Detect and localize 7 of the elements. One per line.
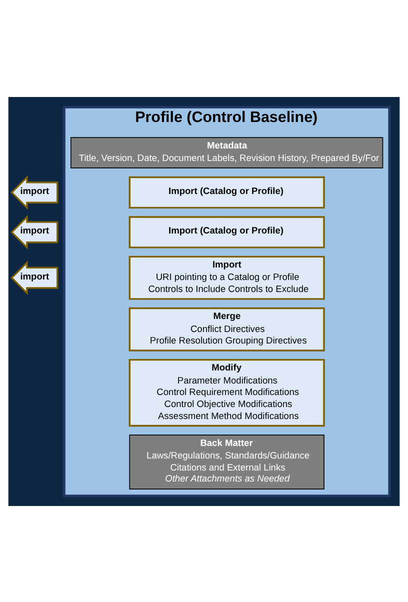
node-box: Merge Conflict Directives Profile Resolution Grouping Directives — [128, 306, 325, 351]
node-box: Back Matter Laws/Regulations, Standards/Guidance Citations and External Links Other Attachments as Needed — [129, 434, 324, 490]
node-box: Import (Catalog or Profile) — [128, 176, 325, 208]
node-box: Modify Parameter Modifications Control Requirement Modifications Control Objective Modifications Assessment Method Modifications — [128, 358, 325, 426]
node-box: Metadata Title, Version, Date, Document Labels, Revision History, Prepared By/For — [70, 136, 384, 168]
node-box: Import URI pointing to a Catalog or Profile Controls to Include Controls to Exclude — [128, 255, 325, 300]
node-box: Import (Catalog or Profile) — [128, 216, 325, 248]
